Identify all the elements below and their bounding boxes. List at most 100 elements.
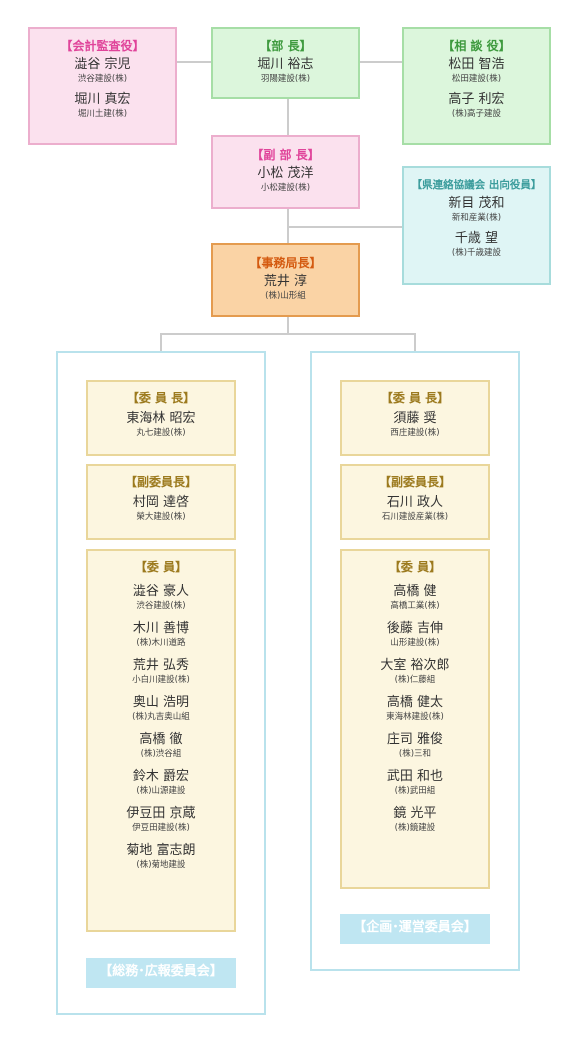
person-company: 伊豆田建設(株) [132,823,190,833]
person-name: 澁谷 宗児 [74,57,131,72]
members-title: 【委 員】 [388,560,442,574]
person-company: (株)木川道路 [136,638,186,648]
person-company: 東海林建設(株) [386,712,444,722]
vice-chair-title: 【副委員長】 [124,475,197,489]
member: 高橋 健高橋工業(株) [342,583,488,612]
vice-chair-box: 【副委員長】 石川 政人 石川建設産業(株) [340,464,490,540]
person-name: 伊豆田 京蔵 [126,806,196,821]
person-name: 鈴木 爵宏 [132,769,190,784]
person-name: 澁谷 豪人 [132,584,190,599]
vice-chair-title: 【副委員長】 [378,475,451,489]
person-name: 武田 和也 [386,769,444,784]
person-name: 村岡 達啓 [132,495,190,510]
member: 後藤 吉伸山形建設(株) [342,620,488,649]
member: 伊豆田 京蔵伊豆田建設(株) [88,805,234,834]
person-name: 千歳 望 [454,231,499,246]
advisor-title: 【相 談 役】 [442,39,511,53]
member: 鈴木 爵宏 (株)山源建設 [88,768,234,797]
committee-label-general-affairs: 【総務･広報委員会】 [86,958,236,988]
person-name: 鏡 光平 [393,806,437,821]
person-company: 堀川土建(株) [77,109,128,119]
person-name: 庄司 雅俊 [386,732,444,747]
members-title: 【委 員】 [134,560,188,574]
person-company: 小松建設(株) [260,183,311,193]
person-name: 大室 裕次郎 [380,658,450,673]
person-company: (株)丸吉奥山組 [132,712,190,722]
person-company: (株)高子建設 [451,109,502,119]
vice-director-title: 【副 部 長】 [251,148,320,162]
person-company: (株)三和 [398,749,432,759]
person-name: 高橋 徹 [139,732,183,747]
connector-line [160,333,416,335]
member: 武田 和也 (株)武田組 [342,768,488,797]
person: 堀川 真宏 堀川土建(株) [30,91,175,120]
member: 菊地 富志朗(株)菊地建設 [88,842,234,871]
person-company: (株)山源建設 [136,786,186,796]
members-box: 【委 員】 澁谷 豪人渋谷建設(株) 木川 善博 (株)木川道路 荒井 弘秀小白川… [86,549,236,932]
person: 堀川 裕志 羽陽建設(株) [213,56,358,85]
person-company: (株)武田組 [394,786,436,796]
person: 澁谷 宗児 渋谷建設(株) [30,56,175,85]
prefectural-box: 【県連絡協議会 出向役員】 新目 茂和 新和産業(株) 千歳 望 (株)千歳建設 [402,166,551,285]
person-name: 荒井 淳 [263,274,308,289]
person-name: 高橋 健 [393,584,437,599]
vice-chair-box: 【副委員長】 村岡 達啓 榮大建設(株) [86,464,236,540]
person-company: 松田建設(株) [451,74,502,84]
prefectural-title: 【県連絡協議会 出向役員】 [411,179,542,191]
person-name: 高子 利宏 [448,92,505,107]
person-company: 小白川建設(株) [132,675,190,685]
person-company: 渋谷建設(株) [77,74,128,84]
person-company: 新和産業(株) [451,213,502,223]
member: 庄司 雅俊 (株)三和 [342,731,488,760]
person-company: (株)菊地建設 [136,860,186,870]
advisor-box: 【相 談 役】 松田 智浩 松田建設(株) 高子 利宏 (株)高子建設 [402,27,551,145]
person-name: 石川 政人 [386,495,444,510]
member: 澁谷 豪人渋谷建設(株) [88,583,234,612]
person-name: 東海林 昭宏 [126,411,196,426]
auditor-title: 【会計監査役】 [60,39,145,53]
member: 高橋 徹(株)渋谷組 [88,731,234,760]
person-company: (株)仁藤組 [394,675,436,685]
member: 大室 裕次郎 (株)仁藤組 [342,657,488,686]
person: 高子 利宏 (株)高子建設 [404,91,549,120]
person-company: 山形建設(株) [390,638,440,648]
chair-title: 【委 員 長】 [126,391,196,405]
connector-line [289,226,403,228]
person: 荒井 淳 (株)山形組 [213,273,358,302]
chair-box: 【委 員 長】 須藤 奨 西庄建設(株) [340,380,490,456]
person-name: 堀川 真宏 [74,92,131,107]
secretary-general-box: 【事務局長】 荒井 淳 (株)山形組 [211,243,360,317]
chair-title: 【委 員 長】 [380,391,450,405]
person: 千歳 望 (株)千歳建設 [404,230,549,259]
person-company: 羽陽建設(株) [260,74,311,84]
person-name: 奥山 浩明 [132,695,190,710]
member: 木川 善博 (株)木川道路 [88,620,234,649]
auditor-box: 【会計監査役】 澁谷 宗児 渋谷建設(株) 堀川 真宏 堀川土建(株) [28,27,177,145]
person-name: 松田 智浩 [448,57,505,72]
person-company: 渋谷建設(株) [136,601,186,611]
connector-line [287,208,289,244]
director-title: 【部 長】 [259,39,312,53]
person-name: 小松 茂洋 [257,166,314,181]
member: 高橋 健太東海林建設(株) [342,694,488,723]
member: 荒井 弘秀小白川建設(株) [88,657,234,686]
person: 松田 智浩 松田建設(株) [404,56,549,85]
connector-line [287,316,289,334]
person: 新目 茂和 新和産業(株) [404,195,549,224]
person-name: 木川 善博 [132,621,190,636]
person-name: 高橋 健太 [386,695,444,710]
person: 小松 茂洋 小松建設(株) [213,165,358,194]
person-name: 荒井 弘秀 [132,658,190,673]
connector-line [287,98,289,136]
person-name: 堀川 裕志 [257,57,314,72]
member: 奥山 浩明 (株)丸吉奥山組 [88,694,234,723]
connector-line [160,333,162,352]
person-company: (株)鏡建設 [394,823,436,833]
member: 鏡 光平 (株)鏡建設 [342,805,488,834]
chair-box: 【委 員 長】 東海林 昭宏 丸七建設(株) [86,380,236,456]
connector-line [414,333,416,352]
person-name: 新目 茂和 [448,196,505,211]
person-company: (株)山形組 [265,291,306,301]
person-company: 高橋工業(株) [390,601,440,611]
committee-label-planning: 【企画･運営委員会】 [340,914,490,944]
